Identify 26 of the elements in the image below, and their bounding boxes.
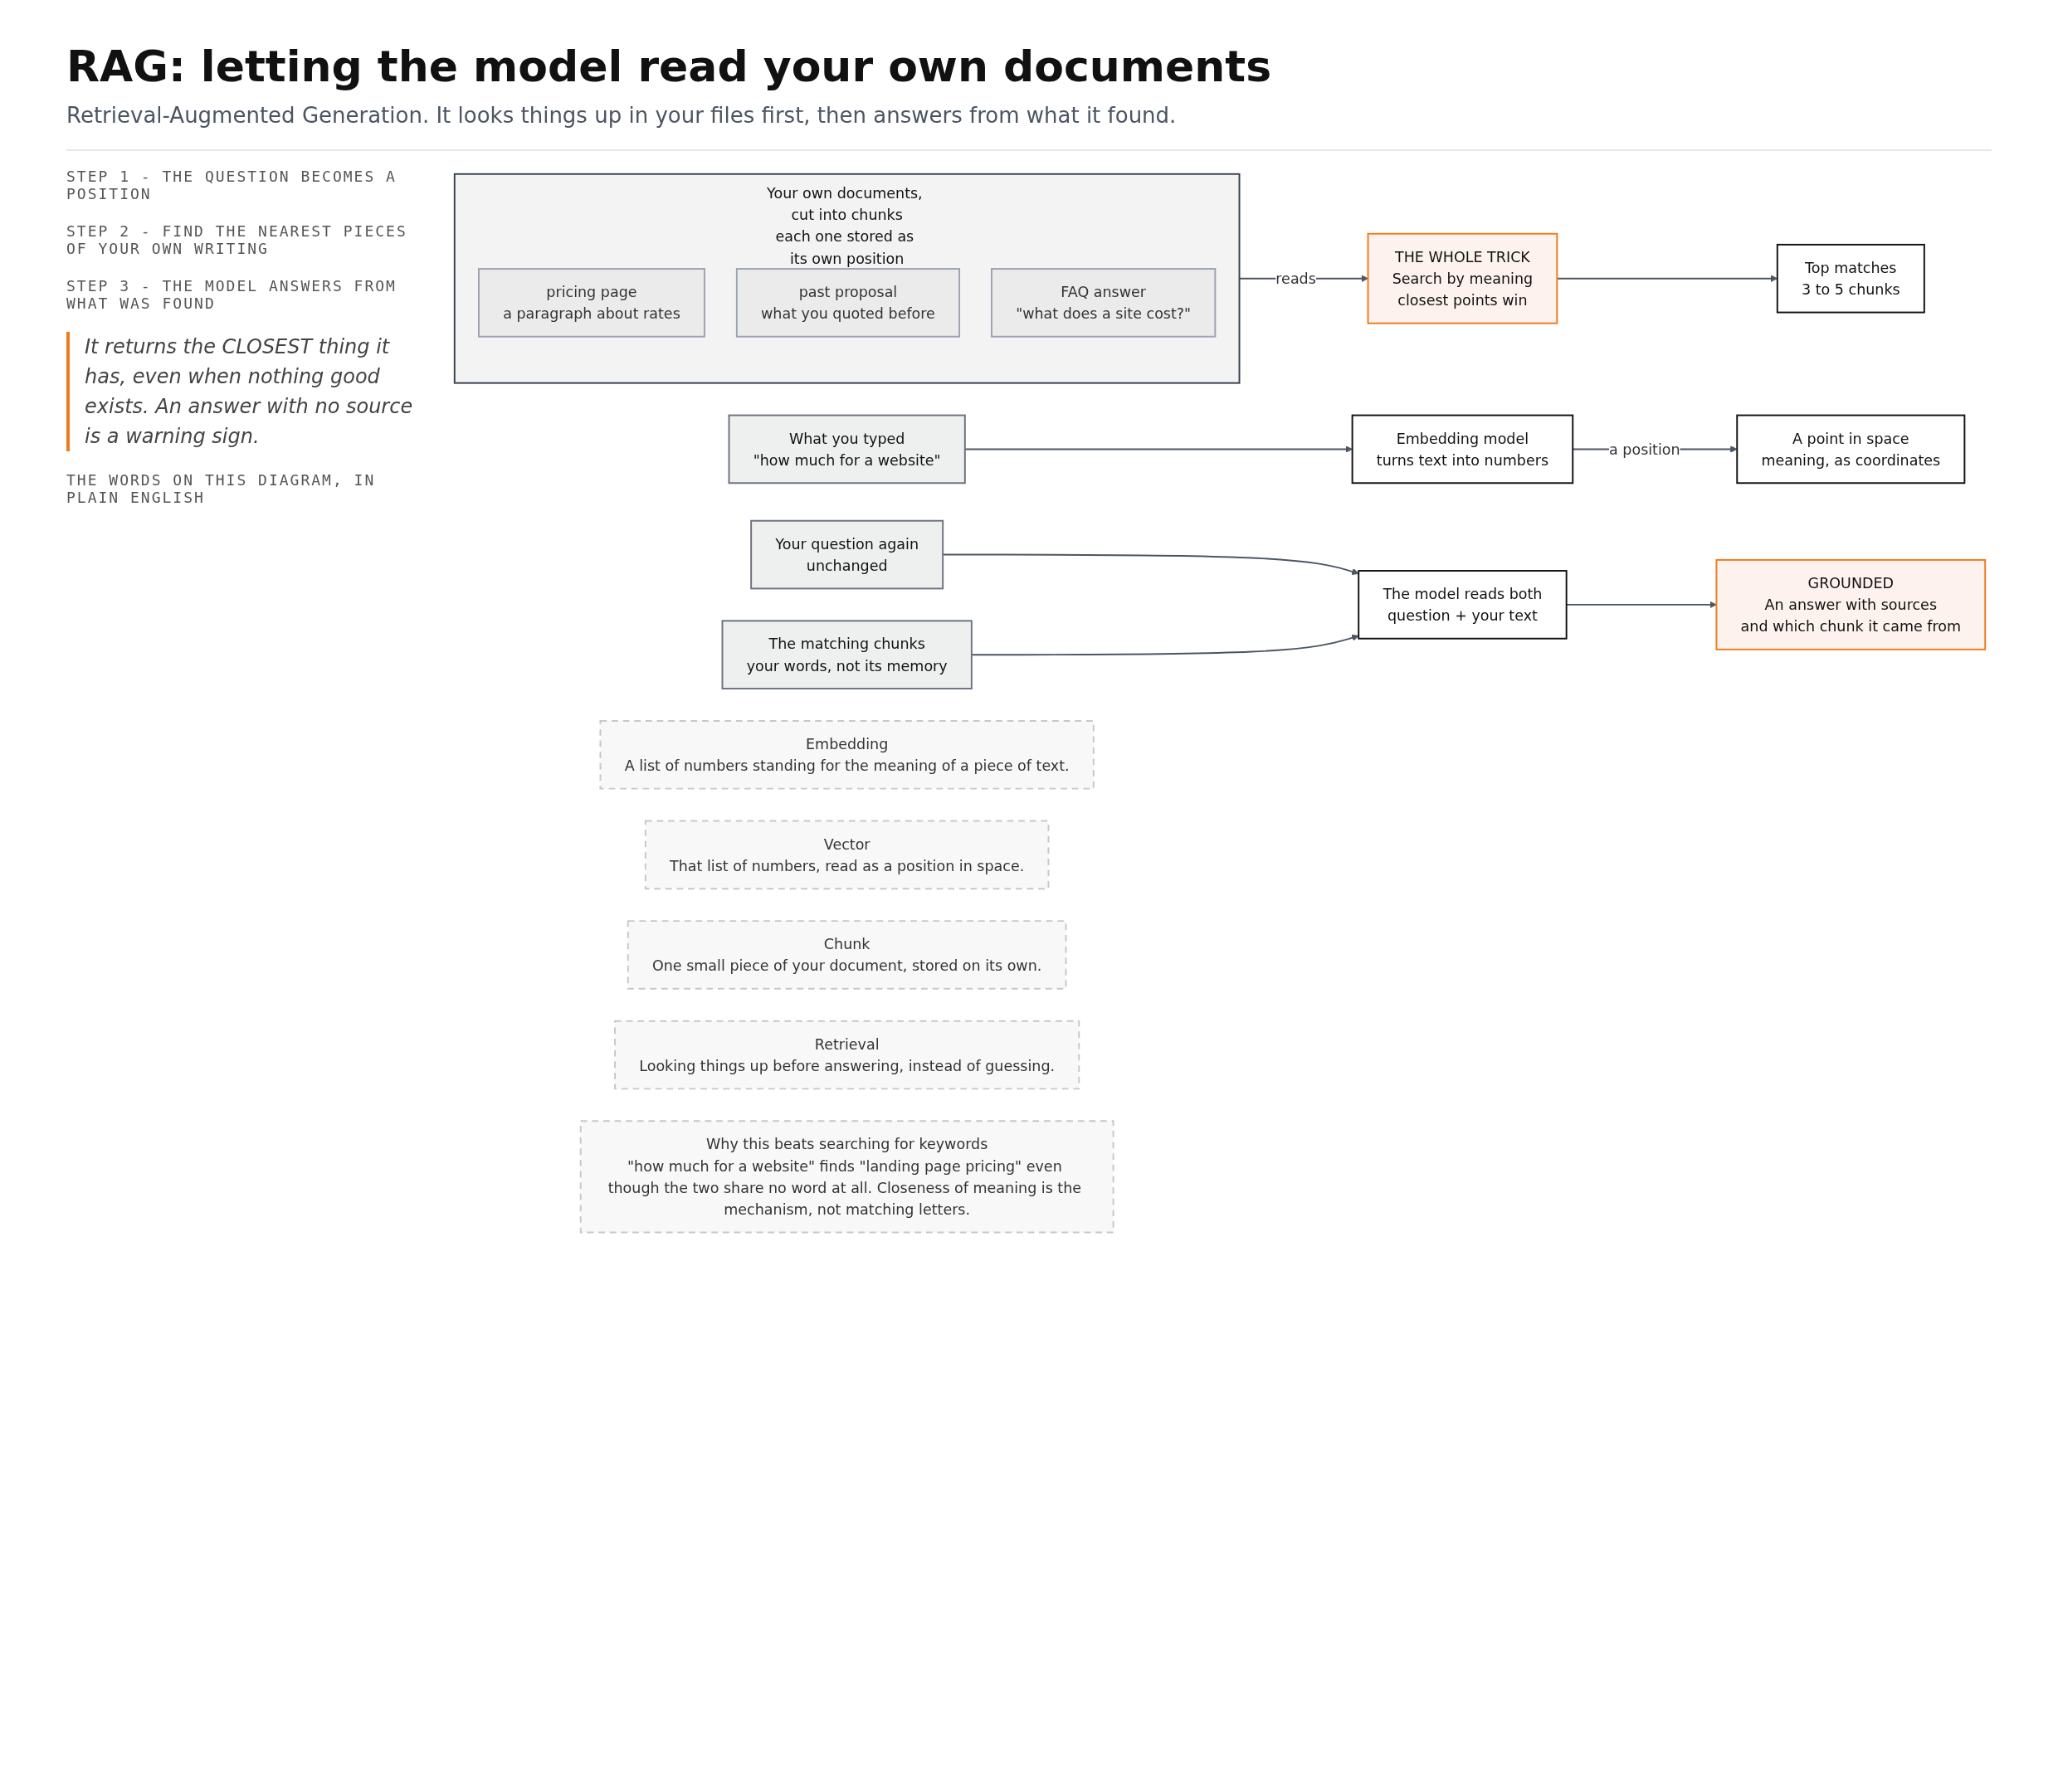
section-heading: STEP 2 - FIND THE NEAREST PIECES OF YOUR OWN WRITING: [66, 222, 408, 257]
edge-label: a position: [1609, 441, 1680, 458]
node-box: past proposal what you quoted before: [735, 268, 961, 338]
node-box: GROUNDED An answer with sources and which chunk it came from: [1715, 558, 1987, 650]
node-box: Embedding A list of numbers standing for the meaning of a piece of text.: [599, 719, 1095, 790]
node-box: The matching chunks your words, not its memory: [721, 620, 973, 689]
node-box: What you typed "how much for a website": [728, 414, 966, 485]
node-box: Top matches 3 to 5 chunks: [1776, 243, 1925, 314]
node-box: pricing page a paragraph about rates: [478, 268, 705, 338]
node-box: Your question again unchanged: [750, 519, 944, 590]
node-box: The model reads both question + your text: [1358, 570, 1568, 640]
section-heading: THE WORDS ON THIS DIAGRAM, IN PLAIN ENGLISH: [66, 471, 377, 506]
node-box: Chunk One small piece of your document, stored on its own.: [627, 920, 1067, 990]
node-box: A point in space meaning, as coordinates: [1736, 414, 1966, 485]
node-box: Embedding model turns text into numbers: [1351, 414, 1574, 485]
node-box: THE WHOLE TRICK Search by meaning closest points win: [1367, 232, 1558, 324]
node-box: Retrieval Looking things up before answering, instead of guessing.: [614, 1020, 1080, 1090]
node-box: Vector That list of numbers, read as a position in space.: [644, 820, 1050, 890]
node-box: Why this beats searching for keywords "how much for a website" finds "landing page pricing" even though the two share no word at all. Closeness of meaning is the mechanism, not matching letters.: [579, 1120, 1114, 1234]
edge-label: reads: [1275, 270, 1316, 287]
title: RAG: letting the model read your own documents: [66, 41, 1273, 91]
section-heading: STEP 3 - THE MODEL ANSWERS FROM WHAT WAS FOUND: [66, 277, 397, 312]
node-box: FAQ answer "what does a site cost?": [991, 268, 1217, 338]
section-heading: STEP 1 - THE QUESTION BECOMES A POSITION: [66, 168, 397, 202]
note-text: It returns the CLOSEST thing it has, even when nothing good exists. An answer with no source is a warning sign.: [66, 332, 415, 451]
caption: Retrieval-Augmented Generation. It looks things up in your files first, then answers from what it found.: [66, 103, 1992, 151]
